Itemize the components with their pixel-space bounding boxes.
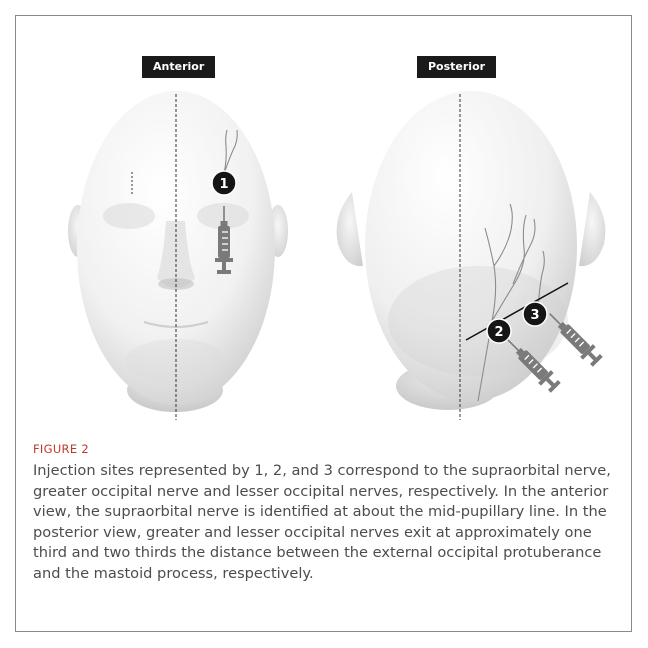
anterior-view-label: Anterior <box>142 56 215 78</box>
posterior-head <box>337 91 606 410</box>
marker-1: 1 <box>212 171 236 195</box>
figure-panel: 1 2 3 Anterior Posterior FIGURE 2 Inject… <box>15 15 632 632</box>
marker-1-label: 1 <box>219 177 228 192</box>
figure-label: FIGURE 2 <box>33 442 89 456</box>
figure-caption: Injection sites represented by 1, 2, and… <box>33 461 623 584</box>
figure-illustration: 1 2 3 <box>16 16 633 436</box>
marker-2: 2 <box>487 319 511 343</box>
anterior-head <box>68 91 288 412</box>
marker-3: 3 <box>523 302 547 326</box>
posterior-view-label: Posterior <box>417 56 496 78</box>
marker-2-label: 2 <box>494 325 503 340</box>
marker-3-label: 3 <box>530 308 539 323</box>
